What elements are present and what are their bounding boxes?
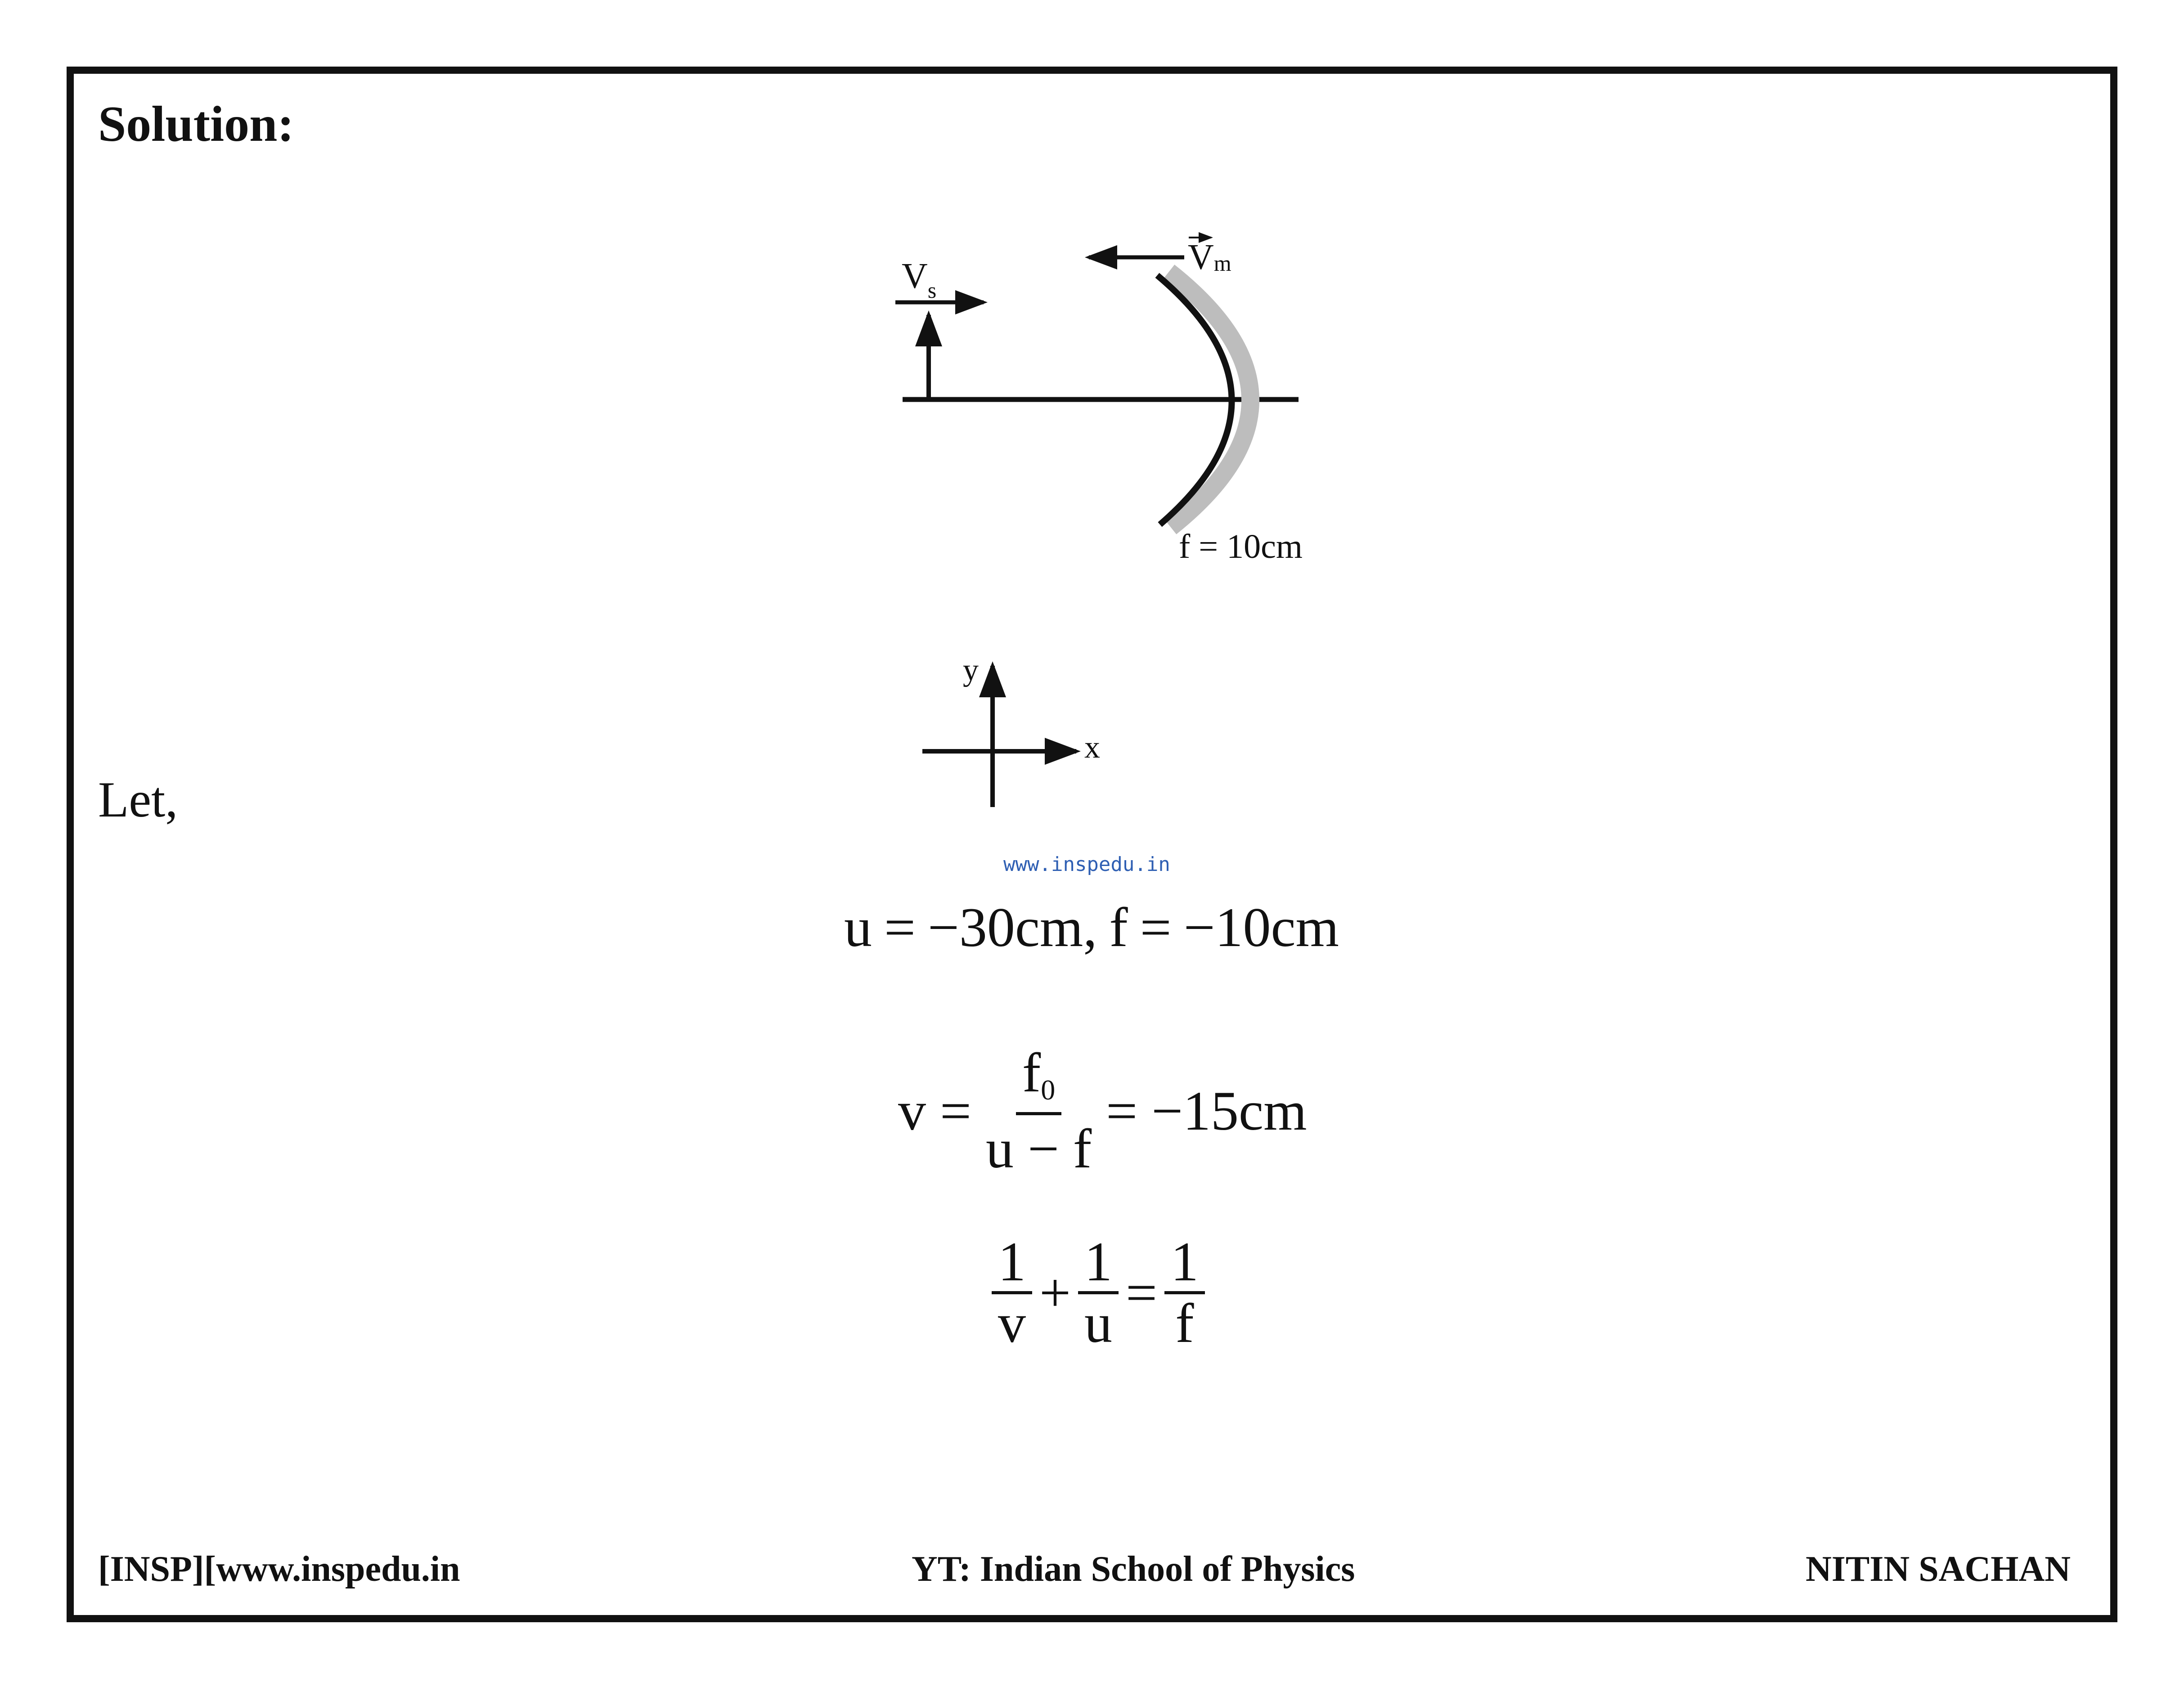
eq2-rhs: = −15cm	[1106, 1080, 1307, 1142]
eq3-term2-numerator: 1	[1078, 1232, 1119, 1295]
mirror-back-shade	[1163, 265, 1259, 534]
eq3-term1-numerator: 1	[992, 1232, 1032, 1295]
focal-length-label: f = 10cm	[1179, 528, 1303, 565]
eq2-numerator: f0	[1016, 1042, 1062, 1116]
footer-author: NITIN SACHAN	[1806, 1549, 2071, 1589]
eq3-term1-denominator: v	[998, 1292, 1026, 1355]
eq2-fraction: f0 u − f	[980, 1042, 1098, 1180]
equation-given-values: u = −30cm, f = −10cm	[844, 897, 1339, 958]
eq3-term2-denominator: u	[1084, 1292, 1112, 1355]
eq2-numerator-base: f	[1022, 1042, 1041, 1104]
eq3-plus-sign: +	[1039, 1261, 1071, 1324]
x-axis-label: x	[1084, 730, 1100, 765]
equation-image-distance: v = f0 u − f = −15cm	[898, 1042, 1307, 1180]
concave-mirror	[1155, 273, 1235, 527]
eq3-term3-denominator: f	[1175, 1292, 1194, 1355]
source-velocity-label: Vs	[902, 256, 936, 303]
eq2-lhs: v =	[898, 1080, 971, 1142]
footer-website: [INSP][www.inspedu.in	[98, 1549, 460, 1589]
footer-youtube-channel: YT: Indian School of Physics	[912, 1549, 1355, 1589]
watermark-url: www.inspedu.in	[1003, 853, 1170, 876]
eq3-equals-sign: =	[1125, 1261, 1157, 1324]
let-label: Let,	[98, 772, 178, 828]
solution-heading: Solution:	[98, 96, 294, 152]
equation-mirror-formula: 1 v + 1 u = 1 f	[989, 1232, 1208, 1355]
eq2-numerator-subscript: 0	[1041, 1074, 1056, 1106]
eq3-term2: 1 u	[1078, 1232, 1119, 1355]
mirror-velocity-label: Vm	[1188, 238, 1231, 277]
eq3-term1: 1 v	[992, 1232, 1032, 1355]
eq3-term3: 1 f	[1164, 1232, 1205, 1355]
page-frame	[67, 67, 2117, 1622]
eq2-denominator: u − f	[985, 1118, 1092, 1180]
eq3-term3-numerator: 1	[1164, 1232, 1205, 1295]
y-axis-label: y	[963, 653, 979, 687]
